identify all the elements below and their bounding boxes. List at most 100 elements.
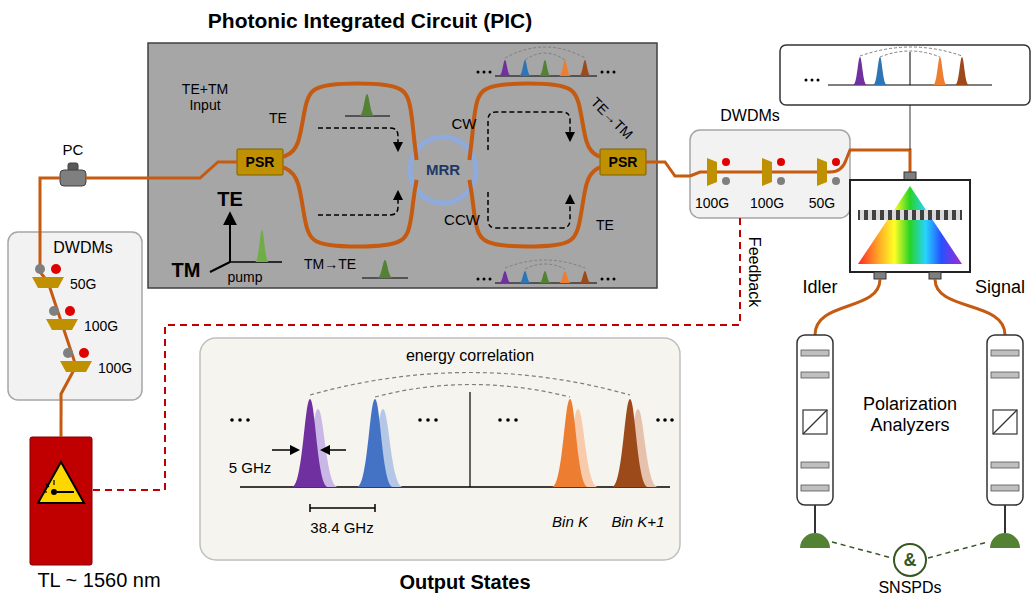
single-photon-detector — [1004, 505, 1006, 533]
propagation-arrow — [318, 112, 570, 228]
comb-spectrum — [607, 278, 610, 281]
microring: MRR — [410, 137, 476, 203]
laser-warning-sign — [51, 489, 57, 495]
filter-label: 100G — [695, 195, 729, 211]
comb-spectrum — [601, 71, 604, 74]
dwdm-bank: DWDMs100G100G50G — [690, 130, 850, 218]
polarization-controller-shape — [60, 163, 86, 186]
coincidence-counter-shape — [894, 544, 926, 576]
chip-title: Photonic Integrated Circuit (PIC) — [208, 9, 532, 33]
coincidence-counter: &SNSPDs — [894, 544, 926, 576]
output-spectrum — [853, 57, 867, 85]
biphoton-spectrum — [552, 399, 588, 487]
dwdm-filters — [40, 232, 76, 400]
comb-spectrum — [489, 278, 492, 281]
dwdm-filters — [817, 158, 827, 186]
dwdm-filters — [51, 264, 61, 274]
comb-spectrum — [607, 71, 610, 74]
biphoton-spectrum — [322, 449, 346, 451]
propagation-arrow — [488, 192, 570, 228]
single-photon-detector — [832, 542, 892, 558]
biphoton-spectrum — [612, 399, 648, 487]
comb-spectrum — [477, 71, 480, 74]
pump-pulse — [377, 260, 393, 278]
laser-warning-sign — [43, 491, 47, 492]
detector-label: SNSPDs — [878, 579, 941, 597]
comb-spectrum — [525, 53, 565, 60]
waveguide — [283, 167, 417, 246]
dwdm-filters — [762, 158, 772, 186]
polarization-controller: PC — [60, 170, 86, 186]
biphoton-spectrum — [498, 418, 502, 422]
comb-spectrum — [539, 60, 551, 76]
comb-spectrum — [559, 271, 571, 283]
biphoton-spectrum — [238, 418, 242, 422]
output-panel-shape — [200, 338, 680, 560]
feedback-line — [92, 218, 740, 490]
dwdm-bank-shape — [8, 232, 142, 400]
biphoton-spectrum — [434, 418, 438, 422]
edge-label: TE→TM — [588, 94, 636, 142]
psr-box-shape — [237, 149, 283, 175]
comb-spectrum — [601, 278, 604, 281]
dwdm-filters — [777, 177, 785, 185]
biphoton-spectrum — [469, 392, 470, 487]
comb-spectrum — [559, 60, 571, 76]
dwdm-bank-shape — [690, 130, 850, 218]
biphoton-spectrum — [310, 373, 630, 396]
filter-label: 100G — [98, 360, 132, 376]
comb-spectrum — [613, 71, 616, 74]
output-spectrum — [910, 52, 911, 85]
dwdm-bank-shape — [8, 232, 142, 400]
biphoton-spectrum — [230, 418, 234, 422]
biphoton-spectrum — [418, 418, 422, 422]
waveguide — [469, 84, 600, 161]
port-label: Idler — [802, 277, 837, 298]
output-spectrum — [860, 47, 962, 56]
psr-box: PSR — [600, 149, 646, 175]
microring-shape — [410, 137, 476, 203]
psr-box-shape — [600, 149, 646, 175]
propagation-arrow — [318, 128, 398, 150]
psr-box-shape — [600, 149, 646, 175]
biphoton-spectrum — [663, 418, 667, 422]
dwdm-bank: DWDMs50G100G100G — [8, 232, 142, 400]
polarization-analyzer — [987, 335, 1023, 505]
pic-chip-shape — [148, 43, 657, 288]
dwdm-filters — [46, 319, 78, 330]
dwdm-filters — [32, 277, 64, 288]
pump-label: pump — [227, 269, 262, 285]
single-photon-detector — [800, 533, 830, 548]
grating-spectrometer — [850, 180, 970, 272]
dwdm-filters — [690, 150, 910, 176]
edge-label: Feedback — [745, 237, 763, 307]
comb-spectrum — [519, 271, 531, 283]
input-label: TE+TM Input — [174, 81, 236, 113]
single-photon-detector — [990, 533, 1020, 548]
comb-spectrum — [489, 71, 492, 74]
single-photon-detector — [814, 505, 816, 533]
comb-spectrum — [499, 271, 511, 283]
propagation-arrow — [488, 112, 570, 150]
laser-warning-sign — [38, 462, 84, 503]
analyzer-label: Polarization Analyzers — [851, 394, 969, 435]
psr-label: PSR — [609, 154, 638, 170]
comb-spectrum — [483, 71, 486, 74]
biphoton-spectrum — [375, 385, 570, 398]
comb-spectrum — [477, 278, 480, 281]
grating-spectrometer — [904, 172, 916, 180]
dwdm-filters — [63, 348, 73, 358]
output-panel: Output Statesenergy correlation5 GHz38.4… — [200, 338, 680, 560]
polarization-controller-shape — [60, 170, 86, 186]
pc-label: PC — [63, 141, 84, 158]
dwdm-filters — [65, 306, 75, 316]
comb-spectrum — [539, 271, 551, 283]
comb-spectrum — [499, 60, 511, 76]
comb-spectrum — [477, 47, 616, 76]
dwdm-filters — [722, 177, 730, 185]
direction-label: CW — [452, 115, 477, 132]
output-spectrum — [780, 45, 1030, 150]
direction-label: CCW — [444, 211, 480, 228]
biphoton-spectrum — [230, 373, 674, 513]
dwdm-filters — [35, 264, 45, 274]
